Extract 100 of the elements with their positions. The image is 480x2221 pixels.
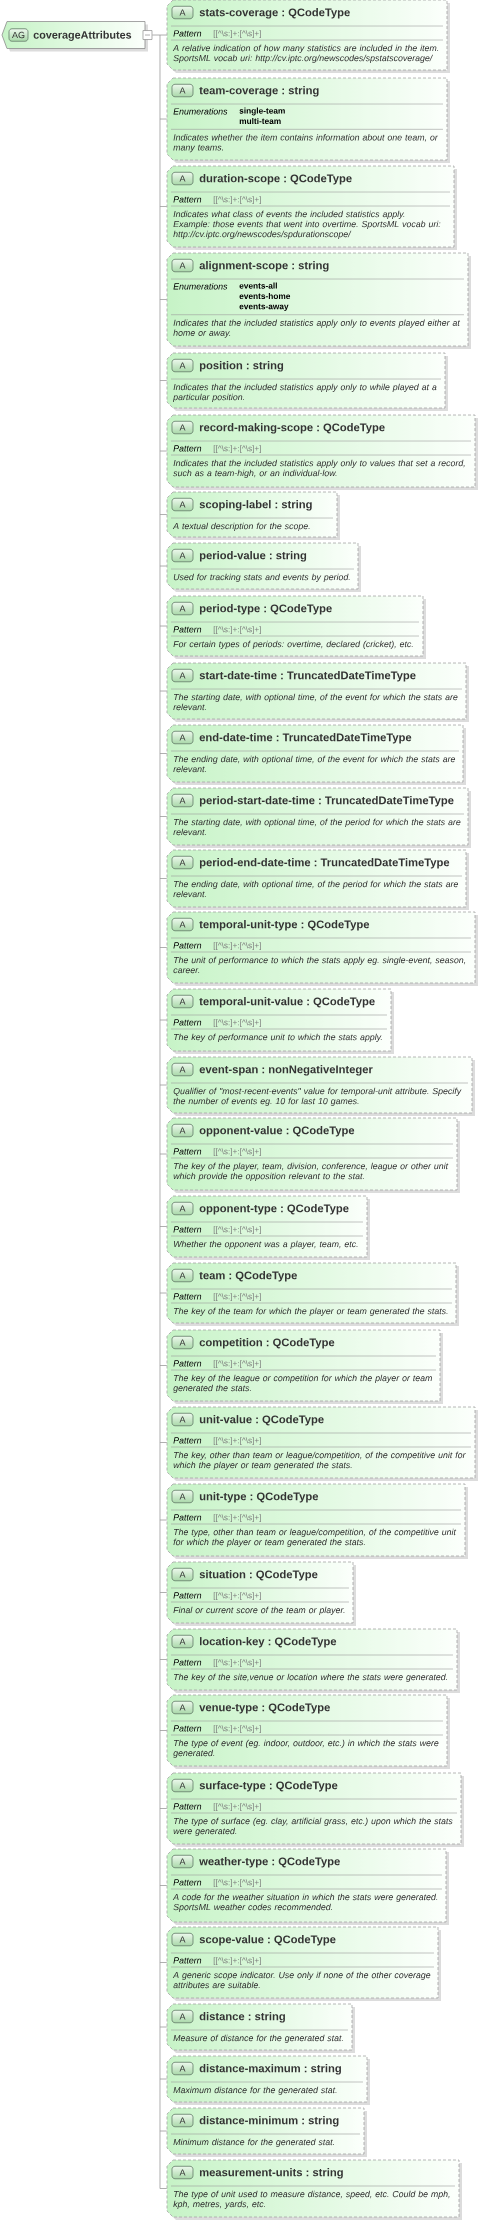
attribute-badge: A xyxy=(171,1854,194,1869)
description-text: The type, other than team or league/competition, of the competitive unit for which the player or team generated the stats. xyxy=(173,1528,457,1547)
description-text: The key, other than team or league/competition, of the competitive unit for which the player or team generated the stats. xyxy=(173,1451,466,1470)
attribute-name: period-value : string xyxy=(199,551,307,562)
attribute-name: period-end-date-time : TruncatedDateTimeType xyxy=(199,858,450,869)
enumeration-value: multi-team xyxy=(239,117,281,124)
facet-label: Pattern xyxy=(173,1725,202,1732)
facet-label: Pattern xyxy=(173,1226,202,1233)
attribute-badge: A xyxy=(171,2113,194,2128)
attribute-badge: A xyxy=(171,1062,194,1077)
attribute-badge: A xyxy=(171,1201,194,1216)
attribute-name: alignment-scope : string xyxy=(199,261,329,272)
description-text: The key of performance unit to which the stats apply. xyxy=(174,1033,382,1042)
attribute-badge: A xyxy=(171,1778,194,1793)
attribute-name: team : QCodeType xyxy=(199,1271,297,1282)
attribute-name: surface-type : QCodeType xyxy=(199,1781,338,1792)
pattern-value: [[^\s:]+:[^\s]+] xyxy=(213,626,261,634)
attribute-badge: A xyxy=(171,1932,194,1947)
attribute-badge: A xyxy=(171,1412,194,1427)
description-text: The ending date, with optional time, of the period for which the stats are relevant. xyxy=(173,880,458,898)
attribute-badge: A xyxy=(171,668,194,683)
description-text: Qualifier of "most-recent-events" value for temporal-unit attribute. Specify the number of events eg. 10 for last 10 games. xyxy=(173,1087,462,1106)
description-text: The key of the league or competition for which the player or team generated the stats. xyxy=(173,1374,432,1393)
facet-label: Pattern xyxy=(173,1360,202,1367)
attribute-name: period-type : QCodeType xyxy=(199,604,332,615)
description-text: Indicates that the included statistics apply only to events played either at home or away. xyxy=(173,319,461,338)
attribute-name: stats-coverage : QCodeType xyxy=(199,8,350,19)
attribute-name: situation : QCodeType xyxy=(199,1570,318,1581)
facet-label: Pattern xyxy=(173,626,202,633)
description-text: The key of the team for which the player or team generated the stats. xyxy=(174,1307,448,1316)
facet-label: Pattern xyxy=(173,1957,202,1964)
attribute-badge: A xyxy=(171,171,194,186)
attribute-name: scoping-label : string xyxy=(199,500,312,511)
enumeration-value: events-home xyxy=(239,292,291,299)
attribute-name: unit-type : QCodeType xyxy=(199,1492,319,1503)
facet-label: Pattern xyxy=(173,1293,202,1300)
pattern-value: [[^\s:]+:[^\s]+] xyxy=(213,1592,261,1600)
pattern-value: [[^\s:]+:[^\s]+] xyxy=(213,1659,261,1667)
description-text: Indicates that the included statistics apply only to values that set a record, such as a team-high, or an individual-low. xyxy=(173,459,465,478)
enumeration-value: events-all xyxy=(239,282,277,289)
attribute-badge: A xyxy=(171,1489,194,1504)
attribute-badge: A xyxy=(171,1335,194,1350)
description-text: Indicates that the included statistics apply only to while played at a particular position. xyxy=(173,383,437,402)
facet-label: Pattern xyxy=(173,30,202,37)
facet-label: Enumerations xyxy=(173,283,228,290)
description-text: For certain types of periods: overtime, declared (cricket), etc. xyxy=(173,640,413,649)
attribute-name: start-date-time : TruncatedDateTimeType xyxy=(199,671,416,682)
group-badge: AG xyxy=(8,28,29,42)
attribute-badge: A xyxy=(171,601,194,616)
attribute-badge: A xyxy=(171,1268,194,1283)
attribute-name: event-span : nonNegativeInteger xyxy=(199,1065,373,1076)
facet-label: Pattern xyxy=(173,1803,202,1810)
description-text: The key of the site,venue or location where the stats were generated. xyxy=(174,1673,447,1682)
enumeration-value: events-away xyxy=(239,303,289,311)
facet-label: Pattern xyxy=(173,942,202,949)
facet-label: Pattern xyxy=(173,1659,202,1666)
pattern-value: [[^\s:]+:[^\s]+] xyxy=(213,196,261,204)
description-text: The starting date, with optional time, of the period for which the stats are relevant. xyxy=(173,818,461,836)
attribute-badge: A xyxy=(171,1567,194,1582)
description-text: The ending date, with optional time, of the event for which the stats are relevant. xyxy=(173,755,456,773)
group-name: coverageAttributes xyxy=(33,30,132,41)
description-text: The type of unit used to measure distance, speed, etc. Could be mph, kph, metres, yards, etc. xyxy=(173,2190,450,2209)
description-text: Indicates whether the item contains information about one team, or many teams. xyxy=(173,134,439,153)
attribute-name: record-making-scope : QCodeType xyxy=(199,423,385,434)
pattern-value: [[^\s:]+:[^\s]+] xyxy=(213,1879,261,1887)
attribute-name: duration-scope : QCodeType xyxy=(199,174,352,185)
facet-label: Pattern xyxy=(173,1592,202,1599)
description-text: Used for tracking stats and events by period. xyxy=(173,573,350,582)
attribute-badge: A xyxy=(171,358,194,373)
attribute-badge: A xyxy=(171,994,194,1009)
attribute-name: temporal-unit-type : QCodeType xyxy=(199,920,370,931)
pattern-value: [[^\s:]+:[^\s]+] xyxy=(213,1148,261,1156)
enumeration-value: single-team xyxy=(239,107,285,116)
description-text: A code for the weather situation in which the stats were generated. SportsML weather codes recommended. xyxy=(172,1893,438,1912)
attribute-name: weather-type : QCodeType xyxy=(199,1857,340,1868)
attribute-badge: A xyxy=(171,420,194,435)
pattern-value: [[^\s:]+:[^\s]+] xyxy=(213,1226,261,1234)
description-text: A generic scope indicator. Use only if none of the other coverage attributes are suitable. xyxy=(172,1971,431,1989)
description-text: The unit of performance to which the stats apply eg. single-event, season, career. xyxy=(173,956,466,974)
description-text: The type of surface (eg. clay, artificial grass, etc.) upon which the stats were generated. xyxy=(173,1817,453,1836)
attribute-badge: A xyxy=(171,2165,194,2180)
attribute-name: opponent-value : QCodeType xyxy=(199,1126,355,1137)
description-text: Minimum distance for the generated stat. xyxy=(173,2138,334,2147)
attribute-badge: A xyxy=(171,548,194,563)
attribute-badge: A xyxy=(171,730,194,745)
pattern-value: [[^\s:]+:[^\s]+] xyxy=(213,30,261,38)
attribute-name: competition : QCodeType xyxy=(199,1338,335,1349)
attribute-badge: A xyxy=(171,1634,194,1649)
description-text: The type of event (eg. indoor, outdoor, etc.) in which the stats were generated. xyxy=(173,1739,439,1758)
attribute-name: scope-value : QCodeType xyxy=(199,1935,336,1946)
description-text: A relative indication of how many statistics are included in the item. SportsML vocab uri: http://cv.iptc.org/newscodes/spstatscoverage/ xyxy=(172,44,439,63)
pattern-value: [[^\s:]+:[^\s]+] xyxy=(213,1293,261,1301)
attribute-badge: A xyxy=(171,917,194,932)
description-text: Final or current score of the team or player. xyxy=(173,1606,345,1615)
facet-label: Pattern xyxy=(173,1879,202,1886)
description-text: Measure of distance for the generated stat. xyxy=(173,2034,343,2043)
description-text: The starting date, with optional time, of the event for which the stats are relevant. xyxy=(173,693,458,711)
attribute-name: temporal-unit-value : QCodeType xyxy=(199,997,375,1008)
connector-line xyxy=(151,34,168,2189)
attribute-name: unit-value : QCodeType xyxy=(199,1415,324,1426)
